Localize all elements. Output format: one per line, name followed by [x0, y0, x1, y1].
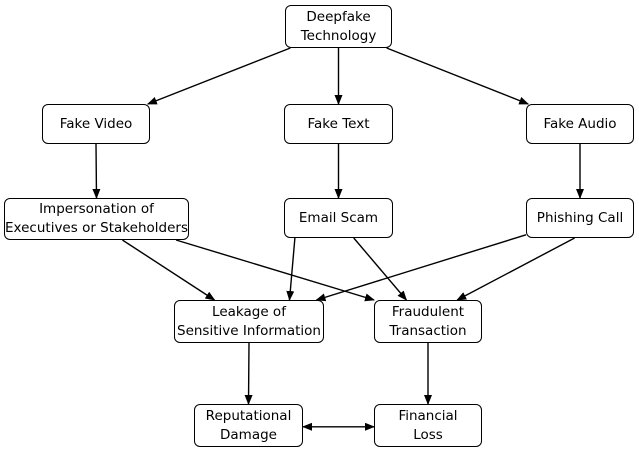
edge-leak-to-rep [244, 342, 253, 405]
node-label-line: Fake Text [307, 115, 370, 132]
node-label-line: Damage [220, 426, 277, 443]
node-fraudulent-transaction: Fraudulent Transaction [374, 300, 482, 343]
node-fake-audio: Fake Audio [526, 104, 634, 144]
node-label-line: Transaction [389, 322, 467, 339]
node-label-line: Executives or Stakeholders [5, 220, 188, 236]
edge-imperson-to-leak [122, 239, 216, 301]
node-label-line: Technology [300, 27, 377, 44]
node-label-line: Fake Video [59, 115, 133, 132]
node-phishing-call: Phishing Call [526, 198, 634, 238]
node-fake-text: Fake Text [284, 104, 393, 144]
node-label-line: Reputational [205, 407, 292, 424]
node-financial-loss: Financial Loss [374, 404, 482, 447]
node-label-line: Impersonation of [39, 201, 154, 217]
edge-imperson-to-fraud [175, 239, 375, 302]
edge-email-to-fraud [353, 237, 408, 301]
node-email-scam: Email Scam [284, 198, 393, 238]
node-label-line: Loss [413, 426, 443, 443]
node-label-line: Fraudulent [391, 303, 465, 320]
node-fake-video: Fake Video [42, 104, 150, 144]
node-label-line: Fake Audio [543, 115, 617, 132]
node-impersonation: Impersonation of Executives or Stakehold… [4, 198, 189, 240]
node-deepfake-technology: Deepfake Technology [285, 5, 392, 48]
node-leakage-of-sensitive-information: Leakage of Sensitive Information [174, 300, 324, 343]
node-label-line: Phishing Call [536, 209, 624, 226]
edge-phish-to-leak [315, 234, 527, 302]
node-label-line: Sensitive Information [177, 322, 321, 339]
node-label-line: Deepfake [306, 8, 371, 25]
node-reputational-damage: Reputational Damage [194, 404, 303, 447]
edge-video-to-imperson [92, 143, 101, 199]
edge-deepfake-to-video [146, 47, 291, 105]
node-label-line: Email Scam [298, 209, 379, 226]
edge-email-to-leak [286, 237, 296, 301]
edge-deepfake-to-audio [386, 47, 530, 105]
node-label-line: Financial [398, 407, 458, 424]
edge-phish-to-fraud [456, 237, 575, 301]
node-label-line: Leakage of [212, 303, 286, 320]
